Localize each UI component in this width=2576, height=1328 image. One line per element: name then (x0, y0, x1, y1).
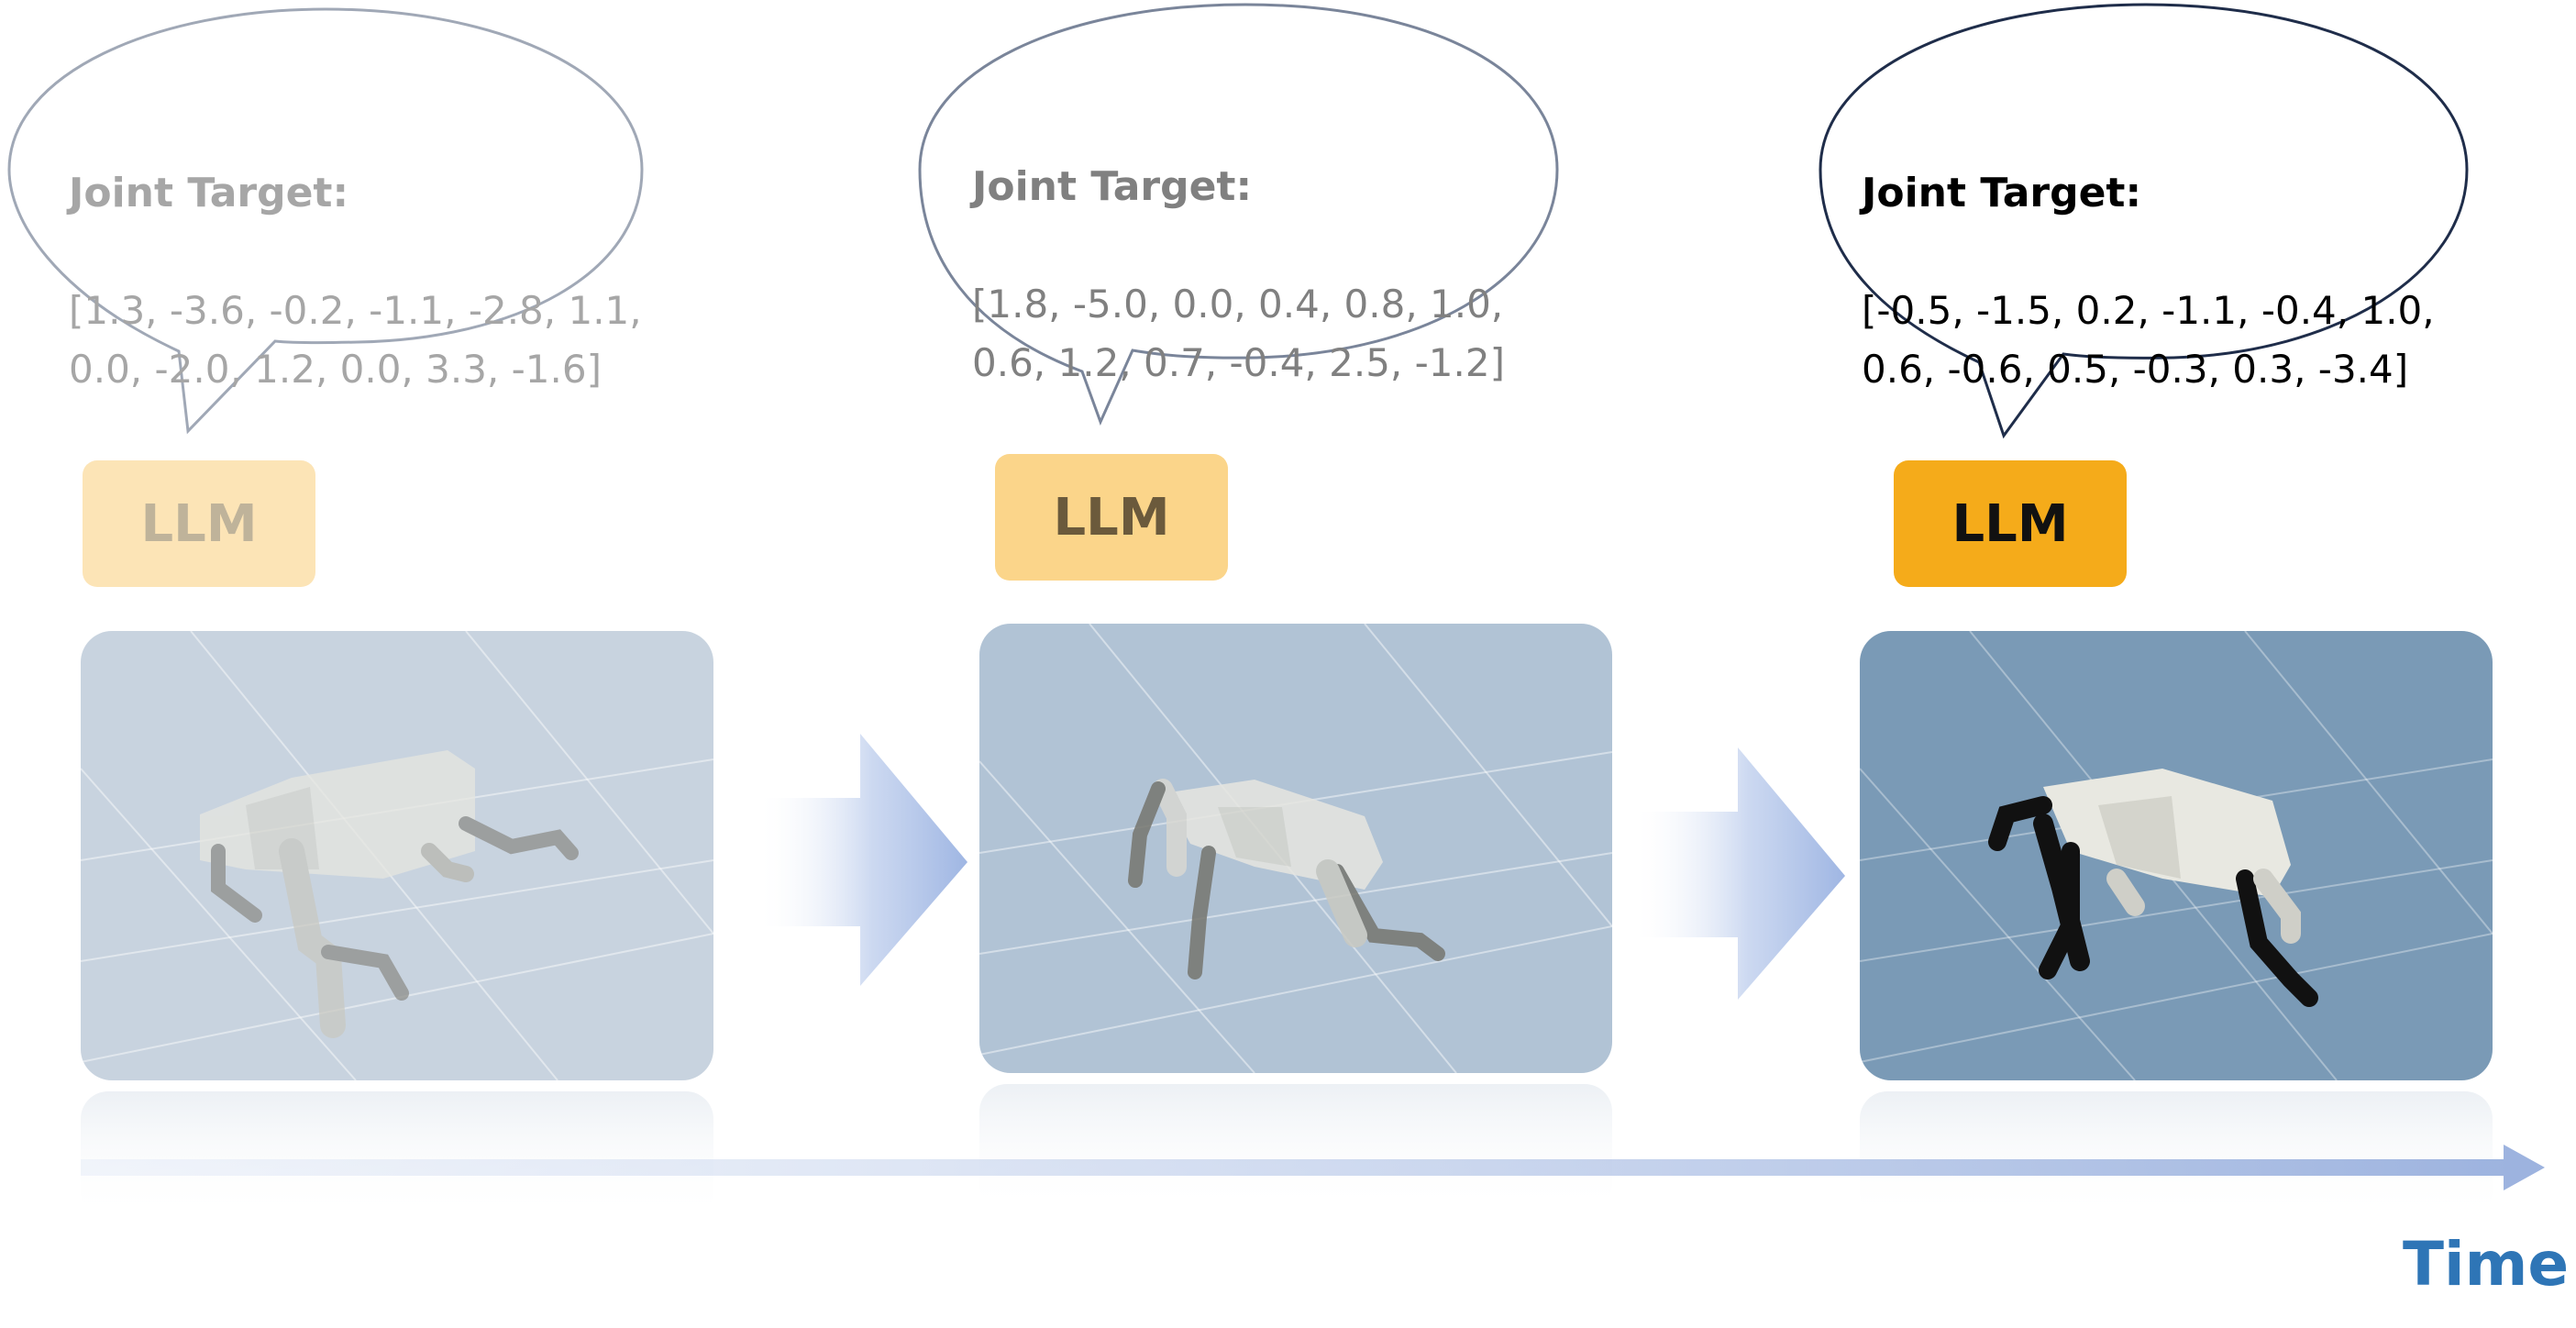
joint-target-values: [1.3, -3.6, -0.2, -1.1, -2.8, 1.1, 0.0, … (69, 288, 642, 392)
bubble-text-1: Joint Target: [1.3, -3.6, -0.2, -1.1, -2… (69, 105, 656, 458)
robot-scene-1 (81, 631, 713, 1080)
step-arrow-1 (757, 734, 967, 986)
robot-scene-panel-1 (81, 631, 713, 1080)
joint-target-title: Joint Target: (972, 163, 1253, 210)
panel-reflection-1 (81, 1091, 713, 1220)
llm-label: LLM (1951, 493, 2069, 554)
panel-reflection-2 (979, 1084, 1612, 1212)
robot-scene-panel-3 (1860, 631, 2493, 1080)
time-axis-arrowhead (2504, 1145, 2545, 1190)
panel-reflection-3 (1860, 1091, 2493, 1220)
llm-box-1: LLM (83, 460, 315, 587)
bubble-text-2: Joint Target: [1.8, -5.0, 0.0, 0.4, 0.8,… (972, 99, 1559, 451)
joint-target-title: Joint Target: (69, 170, 349, 216)
llm-box-2: LLM (995, 454, 1228, 581)
joint-target-values: [1.8, -5.0, 0.0, 0.4, 0.8, 1.0, 0.6, 1.2… (972, 282, 1505, 385)
bubble-text-3: Joint Target: [-0.5, -1.5, 0.2, -1.1, -0… (1862, 105, 2467, 458)
speech-bubble-2 (918, 3, 1559, 426)
robot-dog (1128, 779, 1445, 979)
llm-box-3: LLM (1894, 460, 2127, 587)
speech-bubble-3 (1819, 3, 2469, 439)
llm-label: LLM (1053, 487, 1170, 548)
step-arrow-2 (1631, 747, 1845, 1000)
robot-dog (200, 750, 579, 1038)
time-label: Time (2403, 1229, 2570, 1300)
llm-label: LLM (140, 493, 258, 554)
speech-bubble-1 (7, 7, 644, 435)
robot-scene-3 (1860, 631, 2493, 1080)
joint-target-title: Joint Target: (1862, 170, 2142, 216)
robot-scene-2 (979, 624, 1612, 1073)
robot-dog (1988, 769, 2318, 1007)
joint-target-values: [-0.5, -1.5, 0.2, -1.1, -0.4, 1.0, 0.6, … (1862, 288, 2435, 392)
time-axis-line (81, 1159, 2511, 1176)
robot-scene-panel-2 (979, 624, 1612, 1073)
